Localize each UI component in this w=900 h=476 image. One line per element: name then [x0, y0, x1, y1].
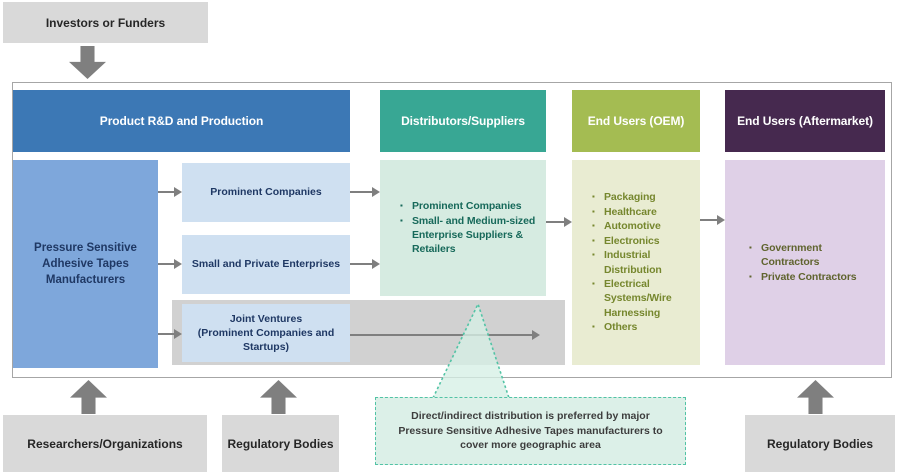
researchers-label: Researchers/Organizations: [27, 436, 183, 451]
prominent-companies-box: Prominent Companies: [182, 163, 350, 222]
arrow-manufacturers-to-jv-icon: [158, 329, 182, 339]
small-private-enterprises-box: Small and Private Enterprises: [182, 235, 350, 294]
arrow-small-to-distributors-icon: [350, 259, 380, 269]
arrow-distributors-to-oem-icon: [546, 217, 572, 227]
callout-pointer-icon: [432, 301, 510, 399]
manufacturers-label: Pressure Sensitive Adhesive Tapes Manufa…: [34, 241, 137, 287]
distributors-list: Prominent Companies Small- and Medium-si…: [400, 199, 536, 257]
list-item: Healthcare: [592, 205, 696, 219]
header-production-label: Product R&D and Production: [99, 114, 264, 128]
arrow-manufacturers-to-small-icon: [158, 259, 182, 269]
arrow-up-regulatory-right-icon: [797, 380, 834, 414]
list-item: Small- and Medium-sized Enterprise Suppl…: [400, 214, 536, 257]
joint-ventures-line1: Joint Ventures: [229, 312, 303, 325]
researchers-box: Researchers/Organizations: [3, 415, 207, 472]
aftermarket-list-box: Government Contractors Private Contracto…: [725, 160, 885, 365]
joint-ventures-box: Joint Ventures (Prominent Companies and …: [182, 304, 350, 362]
arrow-up-researchers-icon: [70, 380, 107, 414]
oem-list: Packaging Healthcare Automotive Electron…: [592, 190, 696, 335]
joint-ventures-label: Joint Ventures (Prominent Companies and …: [190, 312, 342, 355]
callout-note: Direct/indirect distribution is preferre…: [375, 397, 686, 465]
list-item: Private Contractors: [749, 270, 879, 284]
list-item: Prominent Companies: [400, 199, 536, 213]
joint-ventures-line2: (Prominent Companies and Startups): [197, 326, 335, 354]
regulatory-bodies-left-box: Regulatory Bodies: [222, 415, 339, 472]
list-item: Packaging: [592, 190, 696, 204]
header-oem-label: End Users (OEM): [587, 114, 685, 128]
distributors-list-box: Prominent Companies Small- and Medium-si…: [380, 160, 546, 296]
list-item: Government Contractors: [749, 241, 879, 270]
arrow-prominent-to-distributors-icon: [350, 187, 380, 197]
header-product-rd-production: Product R&D and Production: [13, 90, 350, 152]
arrow-down-investors-icon: [69, 46, 106, 79]
arrow-up-regulatory-left-icon: [260, 380, 297, 414]
callout-text: Direct/indirect distribution is preferre…: [398, 409, 663, 452]
investors-label: Investors or Funders: [45, 15, 166, 30]
list-item: Others: [592, 320, 696, 334]
header-aftermarket-label: End Users (Aftermarket): [737, 114, 873, 128]
header-end-users-aftermarket: End Users (Aftermarket): [725, 90, 885, 152]
header-distributors-label: Distributors/Suppliers: [401, 114, 525, 128]
regulatory-bodies-right-box: Regulatory Bodies: [745, 415, 895, 472]
list-item: Industrial Distribution: [592, 248, 696, 277]
list-item: Automotive: [592, 219, 696, 233]
manufacturers-box: Pressure Sensitive Adhesive Tapes Manufa…: [13, 160, 158, 368]
aftermarket-list: Government Contractors Private Contracto…: [749, 241, 879, 284]
regulatory-left-label: Regulatory Bodies: [227, 436, 334, 451]
prominent-companies-label: Prominent Companies: [210, 186, 322, 199]
arrow-oem-to-aftermarket-icon: [700, 215, 725, 225]
oem-list-box: Packaging Healthcare Automotive Electron…: [572, 160, 700, 365]
investors-box: Investors or Funders: [3, 2, 208, 43]
arrow-manufacturers-to-prominent-icon: [158, 187, 182, 197]
small-private-enterprises-label: Small and Private Enterprises: [191, 258, 341, 271]
arrow-jv-to-endusers-icon: [350, 330, 540, 340]
regulatory-right-label: Regulatory Bodies: [766, 436, 874, 451]
list-item: Electrical Systems/Wire Harnessing: [592, 277, 696, 320]
header-end-users-oem: End Users (OEM): [572, 90, 700, 152]
list-item: Electronics: [592, 234, 696, 248]
header-distributors-suppliers: Distributors/Suppliers: [380, 90, 546, 152]
